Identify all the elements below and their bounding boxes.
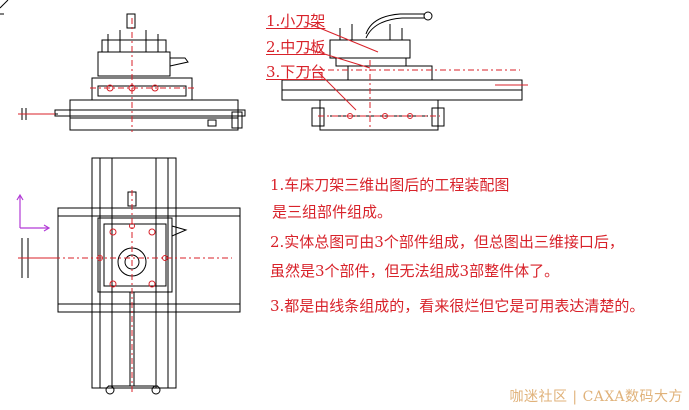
watermark: 咖迷社区 | CAXA数码大方 — [509, 389, 683, 405]
note-line-2: 是三组部件组成。 — [272, 203, 393, 221]
front-view — [18, 13, 246, 131]
legend-item-small-tool-holder: 1.小刀架 — [266, 12, 326, 30]
axis-marker-icon — [16, 193, 51, 232]
top-view — [18, 157, 241, 395]
note-line-5: 3.都是由线条组成的，看来很烂但它是可用表达清楚的。 — [270, 297, 645, 315]
legend-item-middle-tool-plate: 2.中刀板 — [266, 38, 326, 56]
note-line-3: 2.实体总图可由3个部件组成，但总图出三维接口后， — [270, 233, 624, 251]
legend-item-lower-tool-table: 3.下刀台 — [266, 63, 326, 81]
note-line-1: 1.车床刀架三维出图后的工程装配图 — [270, 176, 510, 194]
note-line-4: 虽然是3个部件，但无法组成3部整件体了。 — [270, 262, 560, 280]
